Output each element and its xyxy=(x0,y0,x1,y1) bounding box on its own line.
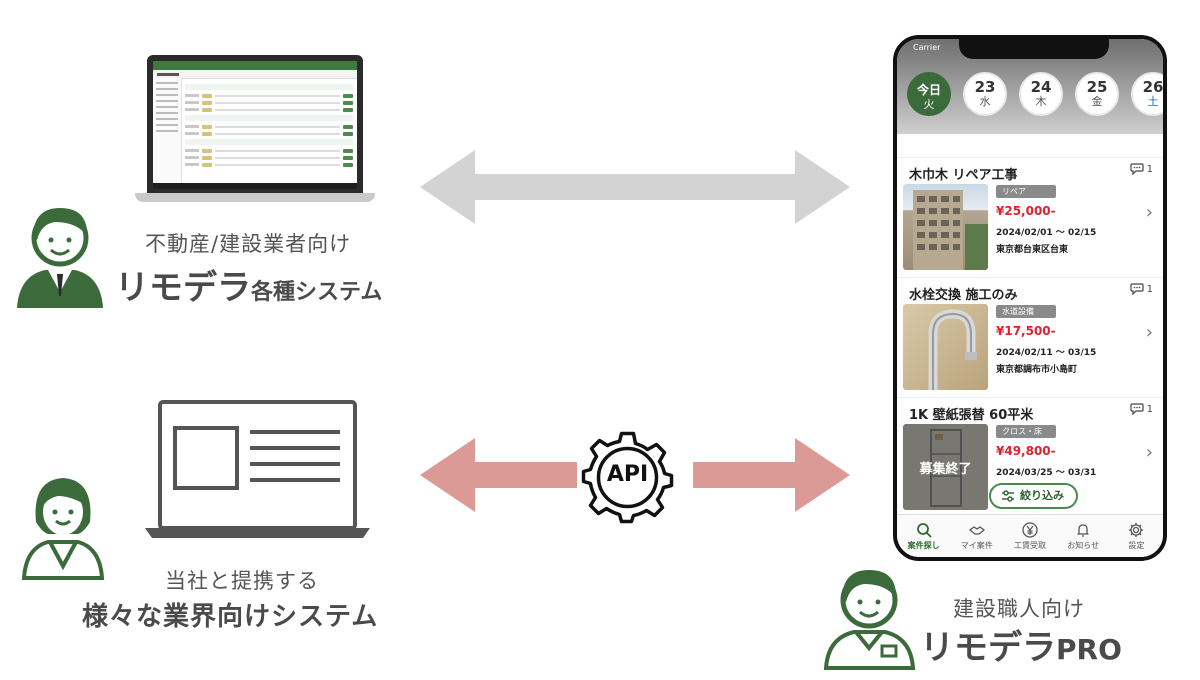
recruitment-closed-overlay: 募集終了 xyxy=(903,424,988,510)
subtitle-realestate: 不動産/建設業者向け xyxy=(145,232,352,256)
gear-icon xyxy=(1129,522,1144,537)
job-title: 水栓交換 施工のみ xyxy=(909,288,1018,303)
comment-count: 1 xyxy=(1130,403,1153,415)
craftsman-icon xyxy=(823,570,916,670)
tab-notifications[interactable]: お知らせ xyxy=(1057,515,1110,557)
laptop-screen-screenshot xyxy=(153,61,357,189)
businessman-icon xyxy=(17,208,103,308)
search-icon xyxy=(916,522,932,538)
day-today[interactable]: 今日火 xyxy=(907,72,951,116)
job-card[interactable]: 木巾木 リペア工事 1 リペア ¥25,000- 2024/02/01 ～ 02… xyxy=(897,157,1163,276)
bell-icon xyxy=(1077,523,1089,537)
tab-payment[interactable]: 工賃受取 xyxy=(1003,515,1056,557)
job-address: 東京都調布市小島町 xyxy=(996,365,1078,375)
filter-icon xyxy=(1002,490,1014,502)
pink-bidirectional-arrow xyxy=(420,438,850,512)
filter-button[interactable]: 絞り込み xyxy=(989,483,1078,509)
api-gear-icon xyxy=(581,431,674,524)
job-card[interactable]: 水栓交換 施工のみ 1 水道設備 ¥17,500- 2024/02/11 ～ 0… xyxy=(897,277,1163,396)
subtitle-craftsman: 建設職人向け xyxy=(953,597,1085,621)
chevron-right-icon[interactable]: › xyxy=(1145,442,1153,463)
job-address: 東京都台東区台東 xyxy=(996,245,1069,255)
title-remodera-pro: リモデラPRO xyxy=(920,628,1122,668)
comment-count: 1 xyxy=(1130,163,1153,175)
job-price: ¥17,500- xyxy=(996,324,1056,338)
carrier-label: Carrier xyxy=(913,43,941,52)
businesswoman-icon xyxy=(21,478,105,580)
comment-icon xyxy=(1130,283,1144,295)
chevron-right-icon[interactable]: › xyxy=(1145,322,1153,343)
tab-settings[interactable]: 設定 xyxy=(1110,515,1163,557)
laptop-remodera-systems xyxy=(135,55,375,205)
chevron-right-icon[interactable]: › xyxy=(1145,202,1153,223)
api-label: API xyxy=(606,462,649,487)
handshake-icon xyxy=(968,525,985,535)
category-tag: クロス・床 xyxy=(996,425,1056,438)
job-title: 1K 壁紙張替 60平米 xyxy=(909,408,1034,423)
comment-icon xyxy=(1130,403,1144,415)
faucet-photo xyxy=(903,304,988,390)
comment-count: 1 xyxy=(1130,283,1153,295)
building-photo xyxy=(903,184,988,270)
category-tag: 水道設備 xyxy=(996,305,1056,318)
laptop-icon xyxy=(145,400,370,538)
floorplan-photo: 募集終了 xyxy=(903,424,988,510)
bottom-tab-bar: 案件探し マイ案件 工賃受取 お知らせ 設定 xyxy=(897,514,1163,557)
yen-icon xyxy=(1022,521,1038,538)
job-dates: 2024/02/11 ～ 03/15 xyxy=(996,348,1097,358)
category-tag: リペア xyxy=(996,185,1056,198)
tab-job-search[interactable]: 案件探し xyxy=(897,515,950,557)
job-price: ¥49,800- xyxy=(996,444,1056,458)
job-price: ¥25,000- xyxy=(996,204,1056,218)
title-industry-systems: 様々な業界向けシステム xyxy=(82,602,379,632)
job-title: 木巾木 リペア工事 xyxy=(909,168,1018,183)
job-card[interactable]: 1K 壁紙張替 60平米 1 募集終了 クロス・床 ¥49,800- 2024/… xyxy=(897,397,1163,516)
job-dates: 2024/02/01 ～ 02/15 xyxy=(996,228,1097,238)
gray-bidirectional-arrow xyxy=(420,150,850,224)
title-remodera-systems: リモデラ各種システム xyxy=(115,268,383,308)
tab-my-jobs[interactable]: マイ案件 xyxy=(950,515,1003,557)
subtitle-partner: 当社と提携する xyxy=(165,569,319,593)
job-dates: 2024/03/25 ～ 03/31 xyxy=(996,468,1097,478)
comment-icon xyxy=(1130,163,1144,175)
